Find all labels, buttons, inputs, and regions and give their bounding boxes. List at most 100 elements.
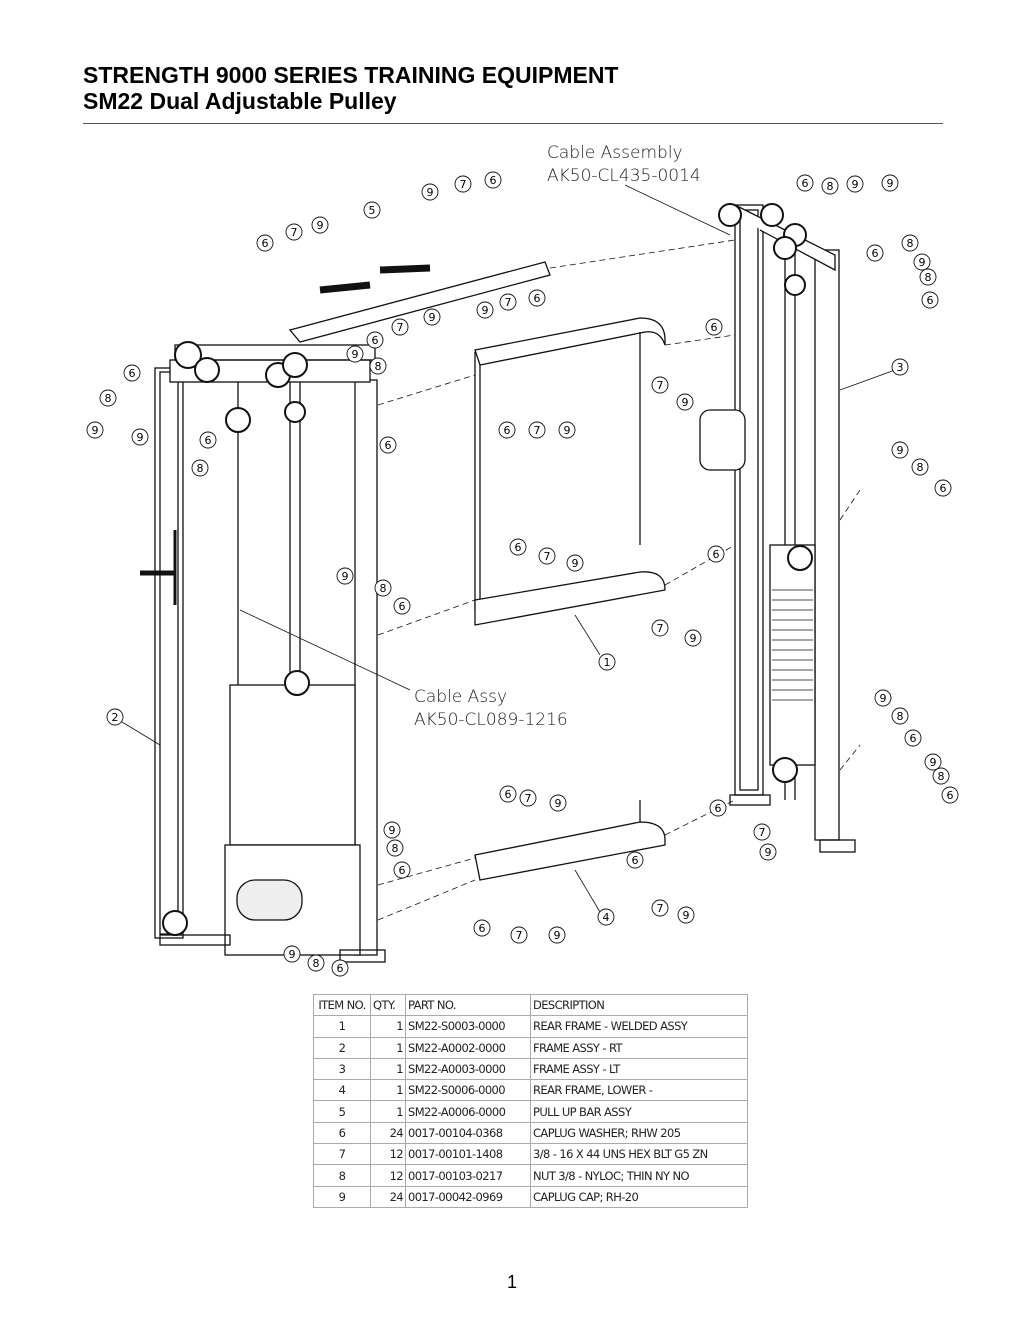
- balloon-circle: [421, 183, 439, 201]
- balloon-circle: [866, 244, 884, 262]
- balloon-number: 6: [711, 321, 718, 334]
- balloon-number: 6: [399, 864, 406, 877]
- header-item-no: ITEM NO.: [313, 993, 371, 1017]
- balloon-circle: [366, 331, 384, 349]
- balloon-number: 8: [925, 271, 932, 284]
- balloon-number: 6: [632, 854, 639, 867]
- balloon-circle: [499, 785, 517, 803]
- pulley-icon: [225, 407, 251, 433]
- callout-balloon: 8: [191, 459, 209, 477]
- pulley-icon: [284, 401, 306, 423]
- balloon-number: 8: [380, 582, 387, 595]
- balloon-number: 6: [385, 439, 392, 452]
- callout-balloon: 6: [709, 799, 727, 817]
- balloon-number: 8: [827, 180, 834, 193]
- qty-cell: 12: [370, 1164, 406, 1187]
- balloon-number: 7: [534, 424, 541, 437]
- pulley-icon: [773, 236, 797, 260]
- header-qty: QTY.: [370, 993, 406, 1017]
- callout-balloon: 9: [311, 216, 329, 234]
- callout-balloon: 8: [919, 268, 937, 286]
- balloon-circle: [904, 729, 922, 747]
- balloon-circle: [283, 945, 301, 963]
- callout-balloon: 2: [106, 708, 124, 726]
- callout-balloon: 6: [331, 959, 349, 977]
- pulleys: [162, 203, 813, 936]
- balloon-circle: [549, 794, 567, 812]
- balloon-number: 9: [887, 177, 894, 190]
- pulley-icon: [772, 757, 798, 783]
- balloon-circle: [558, 421, 576, 439]
- balloon-circle: [307, 954, 325, 972]
- qty-cell: 24: [370, 1121, 406, 1145]
- callout-balloon: 6: [626, 851, 644, 869]
- balloon-circle: [891, 358, 909, 376]
- callout-balloon: 9: [846, 175, 864, 193]
- callout-balloon: 9: [759, 843, 777, 861]
- balloon-number: 9: [554, 929, 561, 942]
- cable-assembly-mid-label: Cable Assy AK50-CL089-1216: [414, 686, 568, 732]
- balloon-circle: [874, 689, 892, 707]
- balloon-circle: [707, 545, 725, 563]
- balloon-number: 9: [289, 948, 296, 961]
- item-no-cell: 6: [313, 1121, 371, 1145]
- callout-balloon: 8: [901, 234, 919, 252]
- balloon-circle: [566, 554, 584, 572]
- balloon-number: 9: [852, 178, 859, 191]
- callout-balloon: 7: [499, 293, 517, 311]
- callout-balloon: 9: [684, 629, 702, 647]
- part-no-cell: 0017-00104-0368: [405, 1121, 531, 1145]
- description-cell: FRAME ASSY - LT: [530, 1057, 748, 1081]
- callout-balloon: 8: [369, 357, 387, 375]
- cable-assembly-mid-part: AK50-CL089-1216: [414, 710, 568, 730]
- item-no-cell: 9: [313, 1185, 371, 1208]
- callout-balloon: 9: [131, 428, 149, 446]
- balloon-circle: [123, 364, 141, 382]
- pulley-icon: [282, 352, 308, 378]
- balloon-number: 9: [429, 311, 436, 324]
- balloon-number: 4: [603, 911, 610, 924]
- callout-balloon: 6: [866, 244, 884, 262]
- balloon-circle: [509, 538, 527, 556]
- balloon-number: 6: [715, 802, 722, 815]
- balloon-circle: [759, 843, 777, 861]
- cable-assembly-top-label: Cable Assembly AK50-CL435-0014: [547, 142, 701, 188]
- part-no-cell: 0017-00103-0217: [405, 1164, 531, 1187]
- callout-balloon: 6: [123, 364, 141, 382]
- balloon-circle: [901, 234, 919, 252]
- balloon-circle: [363, 201, 381, 219]
- balloon-number: 6: [504, 424, 511, 437]
- callout-balloon: 6: [498, 421, 516, 439]
- part-no-cell: SM22-A0002-0000: [405, 1036, 531, 1059]
- balloon-number: 6: [479, 922, 486, 935]
- callout-balloon: 9: [383, 821, 401, 839]
- balloon-circle: [331, 959, 349, 977]
- pulley-icon: [718, 203, 742, 227]
- balloon-number: 6: [262, 237, 269, 250]
- balloon-number: 6: [490, 174, 497, 187]
- balloon-circle: [311, 216, 329, 234]
- balloon-circle: [913, 253, 931, 271]
- callout-balloon: 8: [821, 177, 839, 195]
- balloon-number: 9: [317, 219, 324, 232]
- balloon-circle: [921, 291, 939, 309]
- balloon-number: 7: [657, 379, 664, 392]
- balloon-circle: [393, 861, 411, 879]
- callout-balloon: 6: [473, 919, 491, 937]
- part-no-cell: SM22-A0003-0000: [405, 1057, 531, 1081]
- callout-balloon: 7: [538, 547, 556, 565]
- balloon-circle: [796, 174, 814, 192]
- balloon-number: 7: [544, 550, 551, 563]
- right-frame: [699, 204, 856, 853]
- item-no-cell: 2: [313, 1036, 371, 1059]
- balloon-number: 5: [369, 204, 376, 217]
- balloon-circle: [383, 821, 401, 839]
- callout-balloon: 6: [499, 785, 517, 803]
- balloon-circle: [709, 799, 727, 817]
